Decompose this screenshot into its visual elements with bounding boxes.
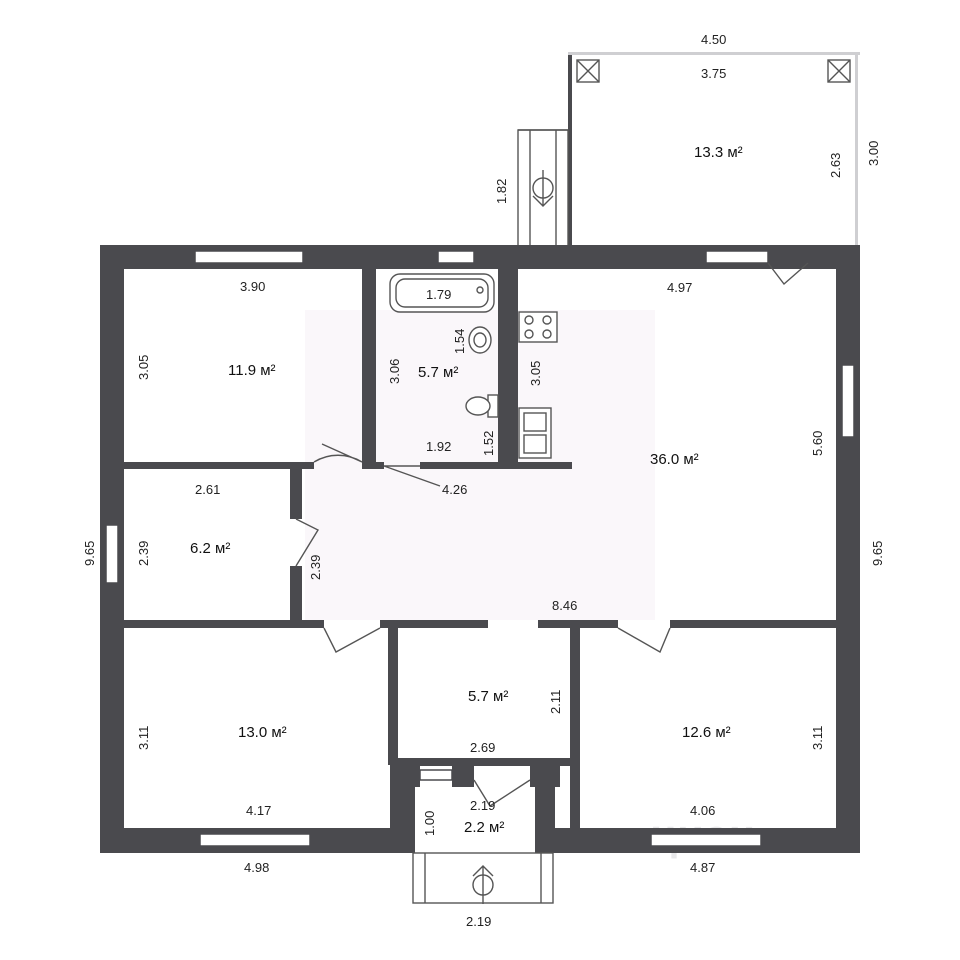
area-label-entry: 5.7 м² xyxy=(468,688,508,705)
dim-label: 2.19 xyxy=(470,798,495,813)
area-label-bedroom-nw: 11.9 м² xyxy=(228,362,276,379)
dim-label: 2.39 xyxy=(136,541,151,566)
dim-label: 1.00 xyxy=(422,811,437,836)
dim-label: 2.11 xyxy=(548,690,563,714)
interior-walls xyxy=(124,269,836,828)
dim-label: 3.90 xyxy=(240,279,265,294)
door-swing xyxy=(767,262,809,286)
dim-label: 4.26 xyxy=(442,482,467,497)
dimensions: 4.50 3.75 2.63 3.00 1.82 3.90 3.05 1.79 … xyxy=(82,32,885,929)
dim-label: 2.19 xyxy=(466,914,491,929)
dim-label: 4.97 xyxy=(667,280,692,295)
window xyxy=(437,250,475,264)
dim-label: 3.06 xyxy=(387,359,402,384)
dim-label: 1.82 xyxy=(494,179,509,204)
dim-label: 4.17 xyxy=(246,803,271,818)
door-swing xyxy=(473,779,531,807)
dim-label: 1.79 xyxy=(426,287,451,302)
dim-label: 8.46 xyxy=(552,598,577,613)
window xyxy=(841,364,855,438)
window xyxy=(194,250,304,264)
area-label-vestibule: 2.2 м² xyxy=(464,819,504,836)
door-swing xyxy=(383,465,441,487)
kitchen-fixtures xyxy=(518,311,558,459)
dim-label: 3.11 xyxy=(136,726,151,750)
terrace xyxy=(517,52,860,247)
dim-label: 3.75 xyxy=(701,66,726,81)
door-swing xyxy=(295,518,319,567)
area-label-storage: 6.2 м² xyxy=(190,540,230,557)
area-label-terrace: 13.3 м² xyxy=(694,144,743,161)
area-label-bathroom: 5.7 м² xyxy=(418,364,458,381)
window xyxy=(705,250,769,264)
dim-label: 4.50 xyxy=(701,32,726,47)
dim-label: 1.92 xyxy=(426,439,451,454)
dim-label: 5.60 xyxy=(810,431,825,456)
dim-label: 2.61 xyxy=(195,482,220,497)
dim-label: 2.39 xyxy=(308,555,323,580)
dim-label: 3.05 xyxy=(528,361,543,386)
dim-label: 3.11 xyxy=(810,726,825,750)
dim-label: 2.69 xyxy=(470,740,495,755)
dim-label: 9.65 xyxy=(82,541,97,566)
area-label-bedroom-se: 12.6 м² xyxy=(682,724,731,741)
door-swing xyxy=(313,443,363,463)
dim-label: 4.06 xyxy=(690,803,715,818)
window xyxy=(199,833,311,847)
windows xyxy=(105,250,855,847)
area-labels: 13.3 м² 11.9 м² 5.7 м² 36.0 м² 6.2 м² 13… xyxy=(190,144,743,836)
dim-label: 4.87 xyxy=(690,860,715,875)
dim-label: 9.65 xyxy=(870,541,885,566)
area-label-kitchen-living: 36.0 м² xyxy=(650,451,699,468)
window xyxy=(650,833,762,847)
bathroom-fixtures xyxy=(389,273,499,418)
stove-icon xyxy=(518,311,558,343)
dim-label: 4.98 xyxy=(244,860,269,875)
door-swing xyxy=(323,627,381,653)
door-swing xyxy=(617,627,671,654)
dim-label: 1.54 xyxy=(452,329,467,354)
dim-label: 3.05 xyxy=(136,355,151,380)
dim-label: 2.63 xyxy=(828,153,843,178)
dim-label: 1.52 xyxy=(481,431,496,456)
area-label-bedroom-sw: 13.0 м² xyxy=(238,724,287,741)
window xyxy=(105,524,119,584)
doors xyxy=(295,262,809,807)
window xyxy=(419,769,453,781)
entrance-steps xyxy=(412,852,554,904)
dim-label: 3.00 xyxy=(866,141,881,166)
